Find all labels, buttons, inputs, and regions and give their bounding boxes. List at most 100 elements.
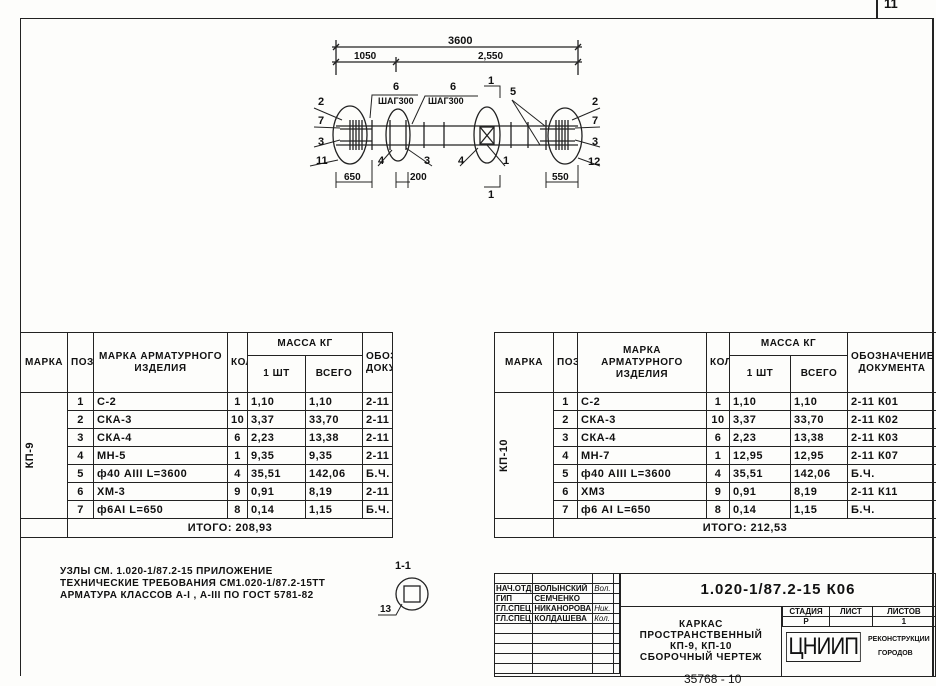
unit-mass-cell: 35,51: [730, 465, 791, 483]
qty-cell: 1: [707, 393, 730, 411]
section-title: 1-1: [395, 560, 411, 572]
note-line: АРМАТУРА КЛАССОВ А-I , А-III ПО ГОСТ 578…: [60, 590, 325, 602]
step-label: ШАГ300: [428, 96, 464, 106]
col-header-unit: 1 ШТ: [248, 356, 306, 393]
table-row: КП-91С-211,101,102-11 К01: [21, 393, 393, 411]
doc-cell: Б.Ч.: [848, 501, 936, 519]
doc-cell: Б.Ч.: [363, 465, 393, 483]
col-header-doc: ОБОЗНАЧЕНИЕ ДОКУМЕНТА: [848, 333, 936, 393]
unit-mass-cell: 12,95: [730, 447, 791, 465]
col-header-total: ВСЕГО: [306, 356, 363, 393]
drawing-title: КАРКАС ПРОСТРАНСТВЕННЫЙ КП-9, КП-10 СБОР…: [620, 606, 782, 677]
col-header-mass: МАССА КГ: [248, 333, 363, 356]
staff-name: ВОЛЫНСКИЙ: [533, 584, 593, 594]
pos-label: 11: [316, 155, 328, 167]
section-mark: 1: [488, 189, 494, 201]
staff-signature: Ник.: [593, 604, 614, 614]
staff-signature: Вол.: [593, 584, 614, 594]
staff-date: [613, 584, 619, 594]
col-header-mark: МАРКА: [495, 333, 554, 393]
reinforcement-cage-drawing: 3600 1050 2,550 6 ШАГ300 6 ШАГ300 5 2 7 …: [0, 0, 936, 220]
title-line: ПРОСТРАНСТВЕННЫЙ: [621, 630, 781, 641]
empty-cell: [495, 519, 554, 538]
pos-label: 2: [318, 96, 324, 108]
org-logo: ЦНИИП: [786, 632, 861, 662]
doc-cell: 2-11 К11: [363, 483, 393, 501]
staff-date: [613, 654, 619, 664]
item-cell: СКА-3: [94, 411, 228, 429]
stage-value: Р: [783, 617, 830, 627]
total-mass-cell: 142,06: [791, 465, 848, 483]
pos-label: 6: [450, 81, 456, 93]
pos-cell: 2: [554, 411, 578, 429]
pos-label: 2: [592, 96, 598, 108]
assembly-mark-cell: КП-10: [495, 393, 554, 519]
total-mass-cell: 33,70: [791, 411, 848, 429]
staff-role: [495, 634, 533, 644]
pos-cell: 6: [554, 483, 578, 501]
unit-mass-cell: 2,23: [730, 429, 791, 447]
col-header-unit: 1 ШТ: [730, 356, 791, 393]
doc-cell: Б.Ч.: [363, 501, 393, 519]
pos-cell: 1: [554, 393, 578, 411]
item-cell: СКА-4: [578, 429, 707, 447]
qty-cell: 1: [707, 447, 730, 465]
doc-cell: 2-11 К07: [848, 447, 936, 465]
archive-number: 35768 - 10: [684, 672, 741, 686]
total-mass-cell: 1,15: [791, 501, 848, 519]
unit-mass-cell: 3,37: [730, 411, 791, 429]
unit-mass-cell: 1,10: [248, 393, 306, 411]
qty-cell: 1: [228, 393, 248, 411]
col-header-pos: ПОЗ.: [68, 333, 94, 393]
item-cell: МН-7: [578, 447, 707, 465]
staff-role: НАЧ.ОТД: [495, 584, 533, 594]
staff-date: [613, 634, 619, 644]
pos-cell: 6: [68, 483, 94, 501]
unit-mass-cell: 35,51: [248, 465, 306, 483]
sheet-value: [830, 617, 873, 627]
staff-role: [495, 664, 533, 674]
staff-date: [613, 644, 619, 654]
col-header-total: ВСЕГО: [791, 356, 848, 393]
qty-cell: 6: [707, 429, 730, 447]
sheets-value: 1: [872, 617, 935, 627]
qty-cell: 4: [228, 465, 248, 483]
qty-cell: 9: [707, 483, 730, 501]
col-header-item: МАРКА АРМАТУРНОГО ИЗДЕЛИЯ: [578, 333, 707, 393]
assembly-mark-cell: КП-9: [21, 393, 68, 519]
section-stirrup: [404, 586, 420, 602]
unit-mass-cell: 0,14: [730, 501, 791, 519]
org-name-line: ГОРОДОВ: [878, 650, 913, 657]
pos-label: 3: [318, 136, 324, 148]
unit-mass-cell: 0,91: [248, 483, 306, 501]
unit-mass-cell: 9,35: [248, 447, 306, 465]
step-label: ШАГ300: [378, 96, 414, 106]
total-mass-cell: 142,06: [306, 465, 363, 483]
staff-name: [533, 644, 593, 654]
staff-signature: [593, 654, 614, 664]
item-cell: ф6АI L=650: [94, 501, 228, 519]
unit-mass-cell: 3,37: [248, 411, 306, 429]
staff-role: ГЛ.СПЕЦ: [495, 614, 533, 624]
table-row: 6ХМ-390,918,192-11 К11: [21, 483, 393, 501]
item-cell: ф40 АIII L=3600: [94, 465, 228, 483]
staff-role: ГЛ.СПЕЦ: [495, 604, 533, 614]
total-mass-cell: 9,35: [306, 447, 363, 465]
section-mark: 1: [488, 75, 494, 87]
col-header-pos: ПОЗ.: [554, 333, 578, 393]
title-line: КП-9, КП-10: [621, 641, 781, 652]
total-mass-cell: 8,19: [791, 483, 848, 501]
item-cell: ф6 АI L=650: [578, 501, 707, 519]
doc-cell: 2-11 К03: [363, 429, 393, 447]
staff-date: [613, 624, 619, 634]
total-mass-cell: 12,95: [791, 447, 848, 465]
total-row: ИТОГО: 208,93: [21, 519, 393, 538]
pos-cell: 7: [68, 501, 94, 519]
staff-date: [613, 574, 619, 584]
section-1-1-drawing: 13: [360, 572, 430, 622]
